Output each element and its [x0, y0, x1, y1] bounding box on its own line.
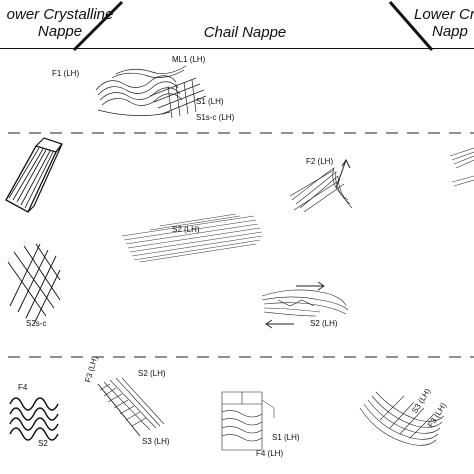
label-s1-bottom: S1 (LH) — [272, 433, 300, 442]
label-f1: F1 (LH) — [52, 69, 79, 78]
lineated-block-sketch — [5, 137, 63, 213]
f1-fold-sketch — [95, 65, 207, 119]
header-left-line2: Nappe — [37, 23, 83, 40]
label-s2s-c: S2s-c — [26, 319, 46, 328]
s2-shear-sketch — [261, 281, 349, 329]
label-s2-mid: S2 (LH) — [172, 225, 200, 234]
header-left-title: ower Crystalline Nappe — [0, 6, 120, 40]
label-ml1: ML1 (LH) — [172, 55, 206, 64]
label-s3-f3: S3 (LH) — [142, 437, 170, 446]
label-f3-right: F3 (LH) — [426, 401, 448, 429]
label-f4-bottom: F4 (LH) — [256, 449, 283, 458]
label-s1s-c: S1s-c (LH) — [196, 113, 235, 122]
label-f2: F2 (LH) — [306, 157, 333, 166]
right-edge-sketch — [449, 147, 474, 187]
f3-crenulation-sketch — [97, 377, 165, 437]
f4-folds-left-sketch — [9, 397, 59, 441]
s3-f3-right-sketch — [359, 391, 445, 446]
label-s1: S1 (LH) — [196, 97, 224, 106]
header-frame — [0, 0, 474, 52]
header-right-line2: Napp — [432, 23, 468, 40]
header-center-title: Chail Nappe — [203, 24, 287, 41]
header-right-line1: Lower Crys — [414, 6, 474, 23]
s2-foliation-sketch — [121, 213, 263, 263]
s2s-c-mesh-sketch — [7, 243, 61, 325]
f2-fold-sketch — [289, 158, 353, 213]
label-f4-left: F4 — [18, 383, 28, 392]
header-left-line1: ower Crystalline — [6, 6, 114, 23]
label-s2-f3: S2 (LH) — [138, 369, 166, 378]
s1-f4-bottom-sketch — [221, 391, 275, 451]
label-f3: F3 (LH) — [83, 355, 99, 384]
label-s2-shear: S2 (LH) — [310, 319, 338, 328]
label-s2-left: S2 — [38, 439, 48, 448]
header-right-title: Lower Crys Napp — [414, 6, 474, 40]
annotation-labels: F1 (LH) ML1 (LH) S1 (LH) S1s-c (LH) F2 (… — [18, 55, 448, 458]
